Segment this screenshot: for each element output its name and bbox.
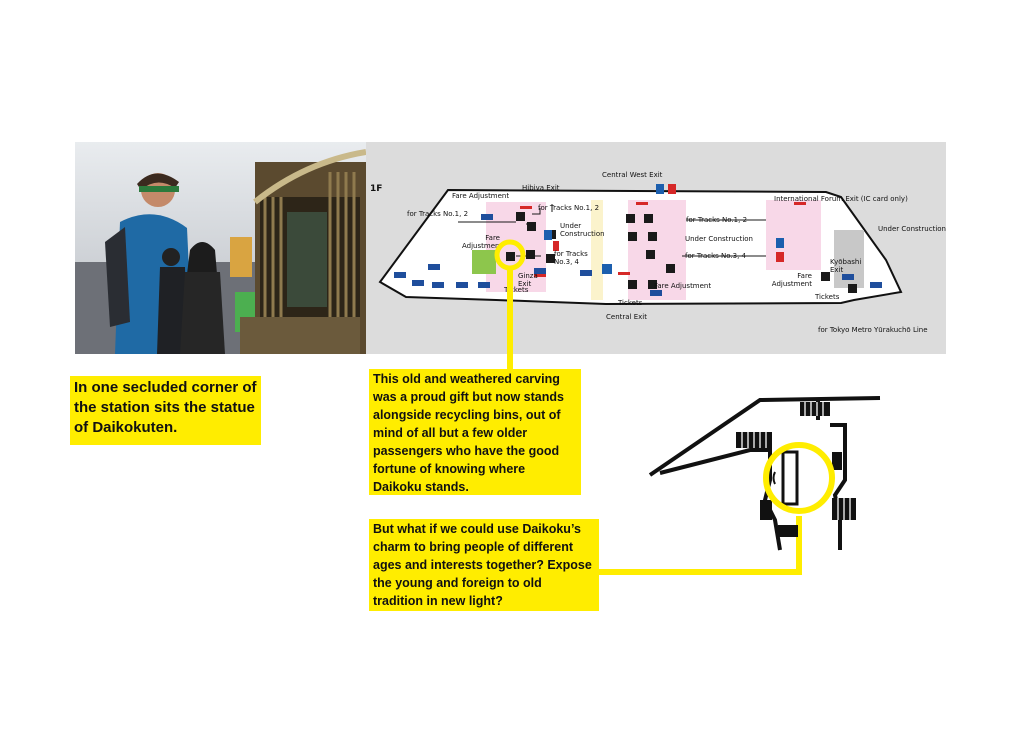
map-label-ginza-exit: Ginza Exit [518, 272, 538, 288]
map-label-under-construction: Under Construction [878, 225, 946, 233]
map-label-kyobashi-exit: Kyōbashi Exit [830, 258, 862, 274]
map-label-for-tracks: for Tracks No.1, 2 [538, 204, 600, 212]
map-label-for-tracks: for Tracks No.3, 4 [554, 250, 588, 266]
map-label-for-tracks: for Tracks No.1, 2 [686, 216, 748, 224]
station-floor-map: 1F Central West Exit Hibiya Exit Fare Ad… [366, 142, 946, 354]
map-label-fare-adjustment: Fare Adjustment [654, 282, 712, 290]
map-label-central-west-exit: Central West Exit [602, 171, 663, 179]
daikoku-statue-marker [781, 450, 799, 506]
map-label-fare-adjustment: Fare Adjustment [462, 234, 503, 250]
map-label-hibiya-exit: Hibiya Exit [522, 184, 560, 192]
shop-badge: SHOP [428, 271, 441, 276]
map-label-for-tracks: for Tracks No.3, 4 [685, 252, 747, 260]
map-label-tickets: Tickets [815, 293, 840, 301]
carving-description: This old and weathered carving was a pro… [369, 369, 581, 495]
map-label-fare-adjustment: Fare Adjustment [452, 192, 510, 200]
photo-caption: In one secluded corner of the station si… [70, 376, 261, 445]
map-label-tokyo-metro: for Tokyo Metro Yūrakuchō Line [818, 326, 928, 334]
floor-label: 1F [370, 184, 383, 194]
shrine-photo-illustration [75, 142, 366, 354]
map-label-for-tracks: for Tracks No.1, 2 [407, 210, 469, 218]
daikoku-location-detail-plan [648, 396, 881, 551]
shrine-photo [75, 142, 366, 354]
map-label-tickets: Tickets [618, 299, 643, 307]
detail-highlight-circle [763, 442, 835, 514]
map-label-tickets: Tickets [504, 286, 529, 294]
concept-question: But what if we could use Daikoku’s charm… [369, 519, 599, 611]
map-label-under-construction: Under Construction [560, 222, 605, 238]
map-label-central-exit: Central Exit [606, 313, 647, 321]
map-label-under-construction: Under Construction [685, 235, 753, 243]
map-label-fare-adjustment: Fare Adjustment [771, 272, 812, 288]
map-label-international-forum-exit: International Forum Exit (IC card only) [774, 195, 908, 203]
